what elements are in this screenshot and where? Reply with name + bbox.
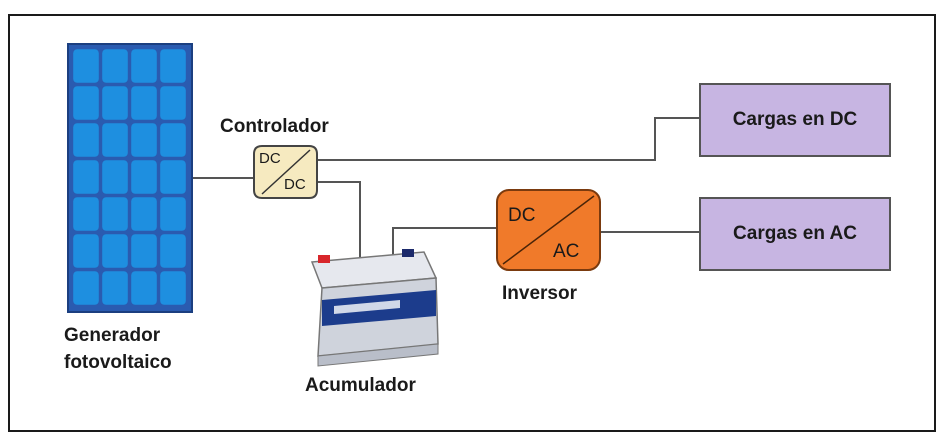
solar-cell [160, 49, 186, 83]
inverter-bottom-text: AC [553, 241, 580, 262]
solar-cell [131, 160, 157, 194]
dc-load-box [699, 83, 891, 157]
solar-cell [160, 197, 186, 231]
solar-cell [102, 271, 128, 305]
ac-load-box [699, 197, 891, 271]
solar-cell [160, 271, 186, 305]
wire-battery-inverter [392, 227, 497, 262]
solar-cell [131, 86, 157, 120]
solar-cell [73, 197, 99, 231]
dc-load-label: Cargas en DC [732, 109, 858, 130]
solar-cell [131, 271, 157, 305]
inverter-top-text: DC [508, 205, 536, 226]
generator-label-line2: fotovoltaico [64, 352, 172, 373]
solar-cell [73, 234, 99, 268]
solar-cell [102, 123, 128, 157]
solar-cell [102, 197, 128, 231]
wire-controller-battery [315, 181, 361, 262]
battery-label: Acumulador [305, 375, 416, 396]
solar-cell [73, 271, 99, 305]
solar-cell [102, 160, 128, 194]
solar-cell [131, 49, 157, 83]
solar-cell [160, 123, 186, 157]
wire-controller-dc-load [315, 117, 700, 161]
inverter-icon [496, 189, 601, 271]
solar-cell [73, 123, 99, 157]
controller-top-text: DC [259, 150, 281, 167]
solar-cell [102, 234, 128, 268]
controller-icon [253, 145, 318, 199]
solar-cell [73, 160, 99, 194]
solar-cell [131, 123, 157, 157]
solar-cell [131, 234, 157, 268]
wires [192, 117, 700, 262]
solar-cell [160, 86, 186, 120]
battery-icon [310, 249, 439, 367]
generator-label-line1: Generador [64, 325, 161, 346]
controller-label: Controlador [220, 116, 329, 137]
solar-cell [73, 49, 99, 83]
solar-cell [160, 234, 186, 268]
solar-cell [131, 197, 157, 231]
solar-cell [102, 49, 128, 83]
controller-bottom-text: DC [284, 176, 306, 193]
solar-cell [73, 86, 99, 120]
ac-load-label: Cargas en AC [733, 223, 857, 244]
solar-panel-icon [67, 43, 193, 313]
solar-cell [160, 160, 186, 194]
solar-cell [102, 86, 128, 120]
inverter-label: Inversor [502, 283, 577, 304]
